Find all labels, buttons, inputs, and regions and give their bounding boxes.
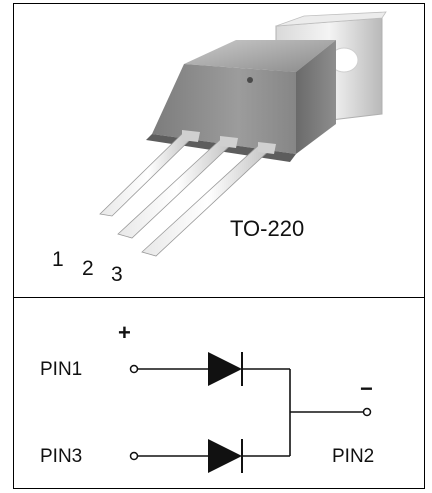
pin-number-2: 2	[82, 257, 94, 280]
pin2-label: PIN2	[332, 446, 375, 467]
pin-number-1: 1	[52, 248, 64, 271]
pin1-label: PIN1	[40, 359, 83, 380]
minus-sign: −	[360, 376, 373, 401]
package-name: TO-220	[230, 216, 305, 241]
pin3-terminal	[129, 451, 139, 461]
diode-1	[129, 352, 290, 386]
pin2-terminal	[362, 407, 372, 417]
diode-1-anode-triangle	[208, 352, 242, 386]
common-cathode-bus	[289, 369, 372, 456]
leads	[99, 130, 276, 257]
diode-2	[129, 439, 290, 473]
dual-diode-schematic	[129, 352, 372, 473]
diode-2-anode-triangle	[208, 439, 242, 473]
schematic-panel: + − PIN1 PIN3 PIN2	[13, 298, 425, 489]
body-marking	[247, 77, 253, 83]
plus-sign: +	[118, 320, 131, 345]
pin3-label: PIN3	[40, 446, 83, 467]
to220-package-illustration	[99, 11, 387, 257]
pin-number-3: 3	[111, 263, 123, 286]
package-drawing-panel: TO-220 1 2 3	[13, 3, 425, 298]
pin1-terminal	[129, 364, 139, 374]
